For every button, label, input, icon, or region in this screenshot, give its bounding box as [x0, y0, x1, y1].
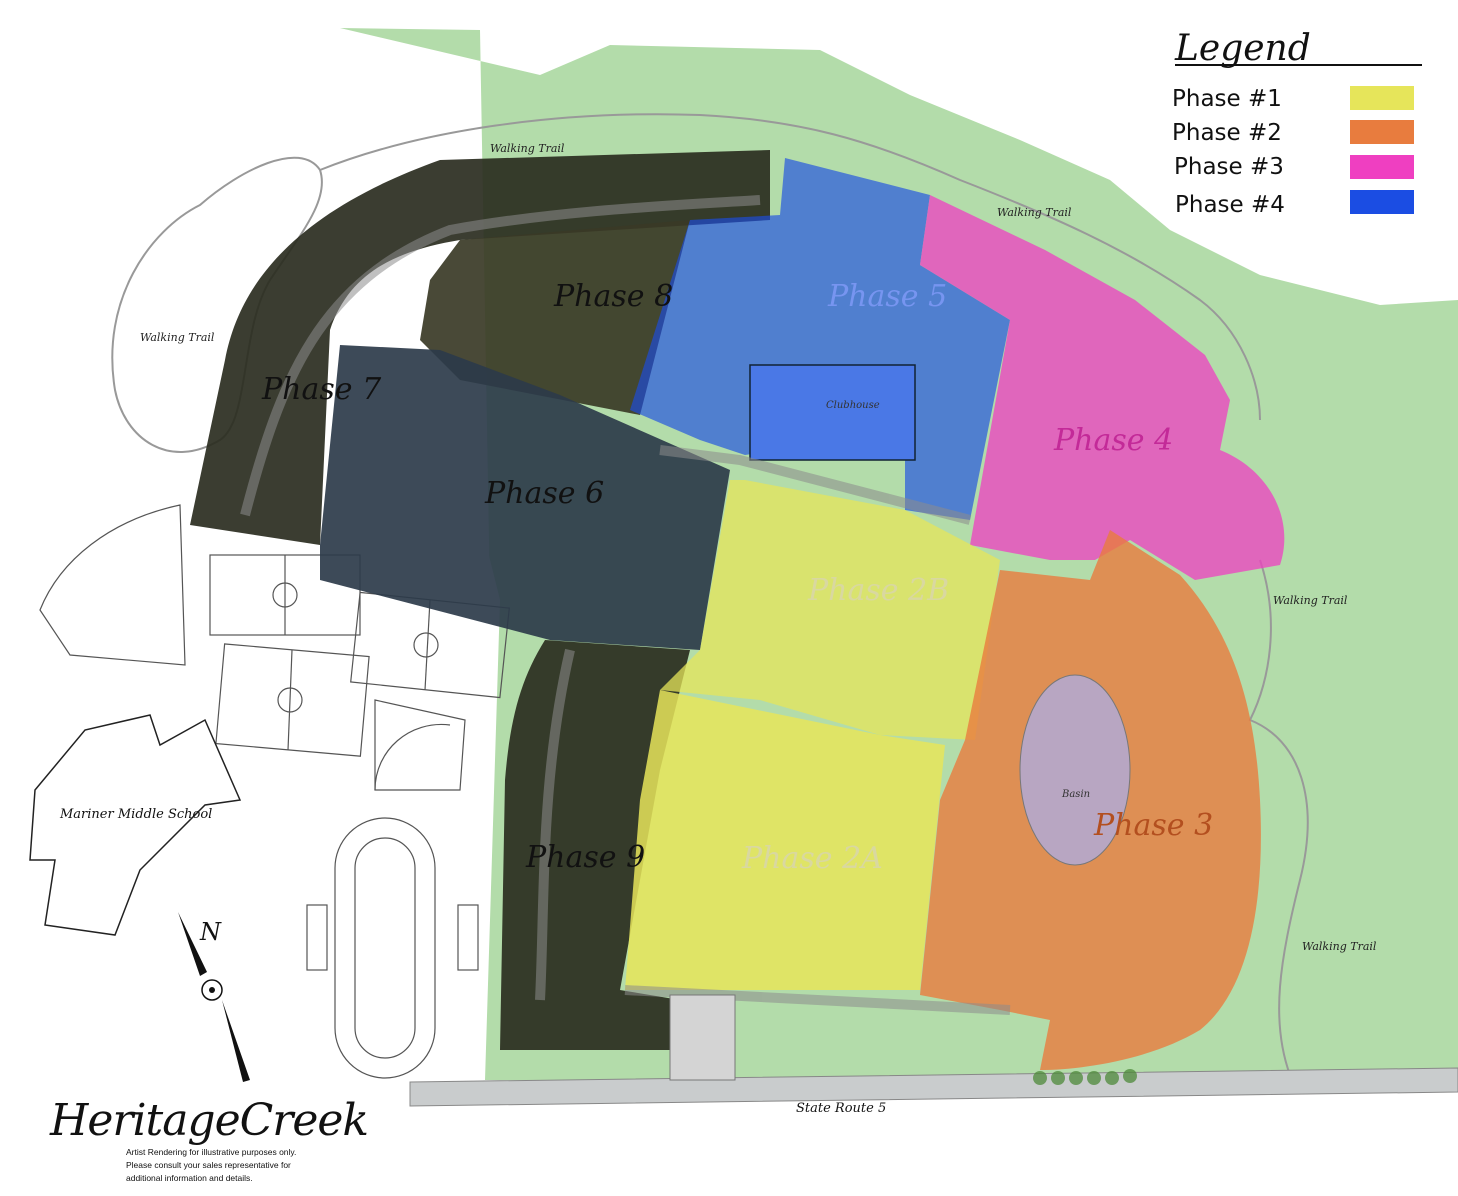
legend-item-1-label: Phase #1: [1172, 86, 1282, 112]
phase-8-area: [420, 220, 690, 415]
phase-2a-area: [625, 690, 945, 990]
phase-3-label: Phase 3: [1093, 808, 1213, 843]
street-trees: [1033, 1069, 1137, 1085]
phase-8-label: Phase 8: [553, 279, 673, 314]
basin: [1019, 674, 1131, 866]
disclaimer-line-2: Please consult your sales representative…: [126, 1160, 291, 1170]
state-route-label: State Route 5: [796, 1101, 886, 1116]
clubhouse-label: Clubhouse: [826, 400, 880, 411]
disclaimer-line-1: Artist Rendering for illustrative purpos…: [126, 1147, 296, 1157]
clubhouse: [749, 364, 916, 461]
walking-trail-label-northeast: Walking Trail: [997, 206, 1072, 219]
phase-2a-label: Phase 2A: [741, 841, 883, 876]
legend-item-3-label: Phase #3: [1174, 154, 1284, 180]
school-grounds: [0, 470, 500, 1080]
entry-road: [669, 994, 736, 1081]
legend-item-2-swatch: [1350, 120, 1414, 144]
phase-6-area: [320, 345, 730, 650]
phase-7-area: [190, 150, 770, 545]
phase-6-label: Phase 6: [484, 476, 604, 511]
phase-5-label: Phase 5: [827, 279, 947, 314]
walking-trail-east: [1248, 559, 1309, 1076]
legend-item-4-label: Phase #4: [1175, 192, 1285, 218]
legend-title: Legend: [1174, 28, 1311, 69]
legend-item-1-swatch: [1350, 86, 1414, 110]
basin-label: Basin: [1061, 789, 1090, 800]
legend-item-3-swatch: [1350, 155, 1414, 179]
walking-trail-label-west: Walking Trail: [140, 331, 215, 344]
brand-logo: HeritageCreek: [49, 1095, 368, 1146]
legend-item-4-swatch: [1350, 190, 1414, 214]
phase-9-label: Phase 9: [525, 840, 645, 875]
phase-4-label: Phase 4: [1053, 423, 1173, 458]
middle-school-building: [29, 714, 242, 936]
phase-2b-area: [660, 480, 1000, 740]
legend: Legend Phase #1 Phase #2 Phase #3 Phase …: [1172, 28, 1422, 218]
walking-trail-north: [319, 113, 1261, 421]
phase-9-area: [500, 640, 690, 1050]
disclaimer-line-3: additional information and details.: [126, 1173, 253, 1183]
phase-7-label: Phase 7: [261, 372, 382, 407]
walking-trail-label-east: Walking Trail: [1273, 594, 1348, 607]
school-label: Mariner Middle School: [59, 807, 212, 822]
north-arrow-icon: [178, 912, 250, 1082]
phase-2b-label: Phase 2B: [807, 573, 949, 608]
walking-trail-label-north: Walking Trail: [490, 142, 565, 155]
walking-trail-label-southeast: Walking Trail: [1302, 940, 1377, 953]
legend-item-2-label: Phase #2: [1172, 120, 1282, 146]
phase-4-area: [920, 195, 1285, 580]
north-label: N: [199, 918, 222, 946]
roads: [240, 195, 1011, 1070]
